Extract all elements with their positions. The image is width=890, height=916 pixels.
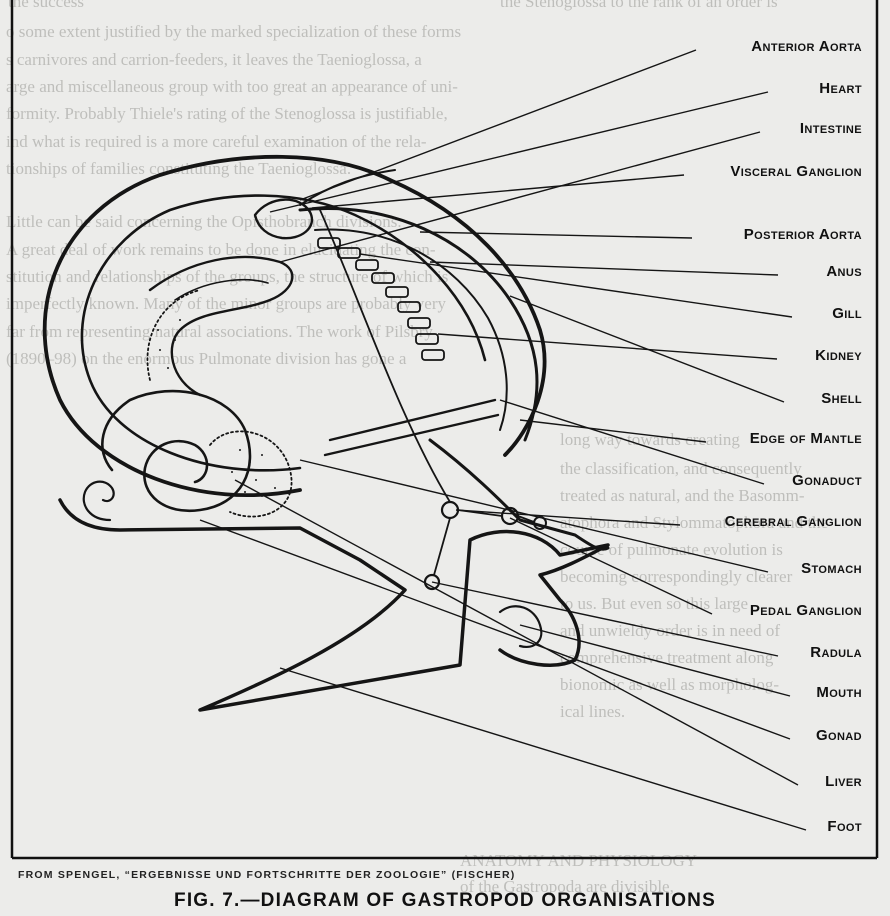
ghost-text-line: ical lines. [560, 702, 626, 721]
label-gonaduct: Gonaduct [792, 472, 862, 489]
shell-inner-whorl [80, 194, 487, 472]
ghost-text-line: A great deal of work remains to be done … [6, 240, 436, 259]
label-foot: Foot [827, 818, 862, 835]
leader-heart [269, 91, 769, 213]
ghost-text-line: bionomic as well as morpholog- [560, 675, 780, 694]
spiral-tip [82, 480, 115, 522]
ghost-text-line: ind what is required is a more careful e… [6, 132, 427, 151]
cerebral-ganglion-dot [440, 500, 460, 520]
ghost-header-left: the success [8, 0, 85, 11]
ghost-text-line: becoming correspondingly clearer [560, 567, 793, 586]
intestine-loop-inner [174, 279, 269, 301]
radula-sac [498, 605, 543, 648]
figure-credit: FROM SPENGEL, “ERGEBNISSE UND FORTSCHRIT… [18, 869, 516, 881]
leader-cerebral-ganglion [455, 509, 681, 526]
leader-mouth [519, 624, 791, 697]
ghost-text-line: comprehensive treatment along [560, 648, 774, 667]
label-radula: Radula [810, 644, 862, 661]
ghost-text-line: the classification, and consequently [560, 459, 802, 478]
label-anus: Anus [826, 263, 862, 280]
leader-gonad [199, 519, 791, 740]
mantle-edge [298, 207, 539, 442]
ghost-text-line: and unwieldy order is in need of [560, 621, 780, 640]
nerve-connectives [319, 209, 535, 576]
ghost-text-line: ANATOMY AND PHYSIOLOGY [460, 851, 698, 870]
leader-radula [431, 581, 779, 657]
leader-anus [429, 261, 779, 276]
label-cerebral-ganglion: Cerebral Ganglion [724, 513, 862, 530]
foot-outline [58, 498, 610, 712]
ghost-text-line: s carnivores and carrion-feeders, it lea… [6, 50, 422, 69]
ghost-text-line: o some extent justified by the marked sp… [6, 22, 462, 41]
label-intestine: Intestine [799, 120, 862, 137]
leader-shell [509, 295, 785, 403]
label-posterior-aorta: Posterior Aorta [743, 226, 862, 243]
leader-posterior-aorta [419, 231, 693, 239]
stipple [157, 319, 276, 497]
intestine-loop [148, 255, 294, 397]
liver-region [209, 430, 293, 518]
gonaduct-tube [323, 398, 500, 457]
ghost-text-line: stitution and relationships of the group… [6, 267, 449, 286]
ghost-text-line: arge and miscellaneous group with too gr… [6, 77, 458, 96]
figure-title: FIG. 7.—DIAGRAM OF GASTROPOD ORGANISATIO… [174, 890, 716, 911]
label-edge-of-mantle: Edge of Mantle [749, 430, 862, 447]
gonad-region [146, 289, 201, 381]
ghost-text-line: atophora and Stylommatophora and the [560, 513, 829, 532]
ghost-text-line: Little can be said concerning the Opisth… [6, 212, 402, 231]
leader-stomach [299, 459, 769, 573]
leader-intestine [279, 131, 761, 263]
ghost-text-line: long way towards creating [560, 430, 740, 449]
leader-visceral-ganglion [311, 174, 685, 209]
leader-kidney [437, 333, 778, 360]
pedal-ganglion-dot [423, 573, 441, 591]
ghost-text-line: imperfectly known. Many of the minor gro… [6, 294, 446, 313]
ghost-header-center: the Stenoglossa to the rank of an order … [500, 0, 778, 11]
ghost-text-line: formity. Probably Thiele's rating of the… [6, 104, 448, 123]
leader-edge-of-mantle [519, 419, 707, 443]
leader-foot [279, 667, 807, 831]
anterior-aorta-vessel [299, 169, 396, 206]
label-liver: Liver [825, 773, 862, 790]
label-visceral-ganglion: Visceral Ganglion [730, 163, 862, 180]
heart-shape [253, 198, 314, 240]
shell-outer-whorl [42, 154, 547, 498]
leader-anterior-aorta [299, 49, 697, 201]
head-outline [428, 438, 610, 551]
leader-lines [199, 49, 807, 831]
label-gill: Gill [832, 305, 862, 322]
label-kidney: Kidney [815, 347, 862, 364]
leader-pedal-ganglion [509, 517, 713, 615]
leader-liver [234, 479, 799, 786]
ghost-text-line: of the Gastropoda are divisible, [460, 877, 674, 896]
label-heart: Heart [819, 80, 862, 97]
leader-gonaduct [499, 399, 765, 485]
ghost-text-line: treated as natural, and the Basomm- [560, 486, 805, 505]
mantle-inner [314, 228, 508, 431]
ghost-text-line: (1890–98) on the enormous Pulmonate divi… [6, 349, 407, 368]
label-mouth: Mouth [816, 684, 862, 701]
label-gonad: Gonad [815, 727, 862, 744]
leader-gill [359, 253, 793, 318]
gill-lamellae [317, 237, 445, 361]
shell-coil [101, 389, 252, 513]
label-pedal-ganglion: Pedal Ganglion [749, 602, 862, 619]
ghost-text-line: far from representing natural associatio… [6, 322, 433, 341]
label-anterior-aorta: Anterior Aorta [751, 38, 862, 55]
label-stomach: Stomach [801, 560, 862, 577]
label-shell: Shell [821, 390, 862, 407]
